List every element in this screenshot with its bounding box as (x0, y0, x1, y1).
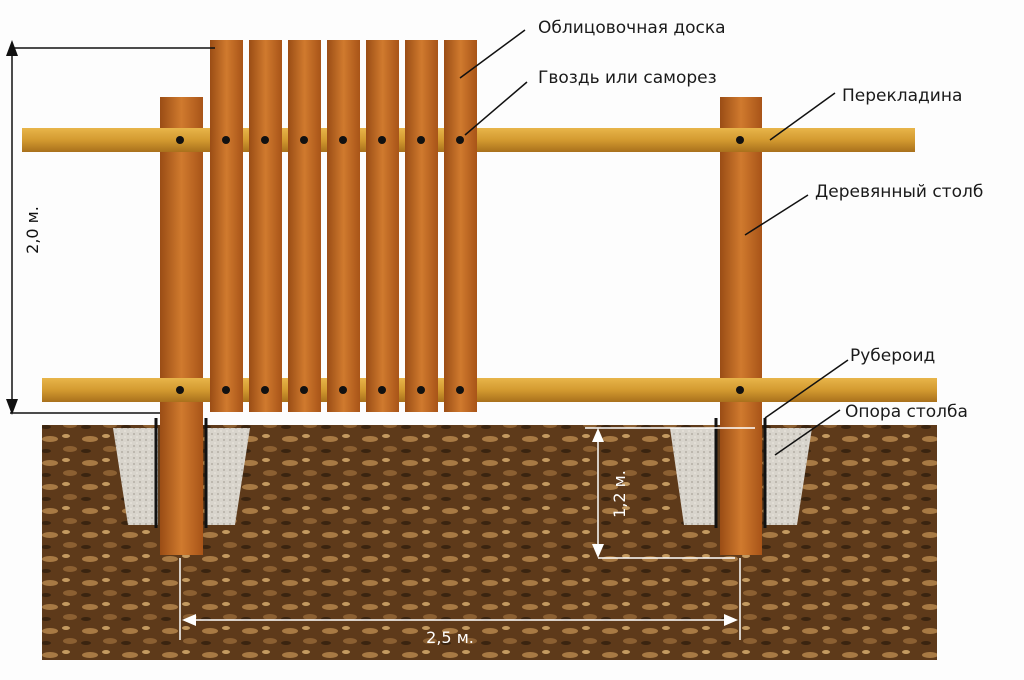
label-facing-board: Облицовочная доска (538, 18, 726, 38)
post-support-left (113, 428, 250, 525)
post-left (160, 97, 203, 555)
board (405, 40, 438, 412)
nails (176, 136, 744, 394)
span-dimension (179, 558, 741, 640)
depth-dimension (585, 427, 755, 559)
facing-boards (210, 40, 477, 412)
label-roofing-felt: Рубероид (850, 346, 935, 366)
board (249, 40, 282, 412)
height-label: 2,0 м. (23, 206, 42, 254)
crossbar-bottom (42, 378, 937, 402)
roofing-felt (154, 418, 767, 528)
board (444, 40, 477, 412)
label-crossbar: Перекладина (842, 86, 962, 106)
leader-lines (459, 29, 849, 456)
height-dimension (6, 40, 215, 415)
board (366, 40, 399, 412)
post-right (720, 97, 762, 555)
label-nail: Гвоздь или саморез (538, 68, 717, 88)
board (288, 40, 321, 412)
depth-label: 1,2 м. (610, 470, 629, 518)
board (210, 40, 243, 412)
span-label: 2,5 м. (426, 628, 474, 647)
post-support-right (670, 428, 812, 525)
board (327, 40, 360, 412)
label-post: Деревянный столб (815, 182, 983, 202)
label-post-support: Опора столба (845, 402, 968, 422)
